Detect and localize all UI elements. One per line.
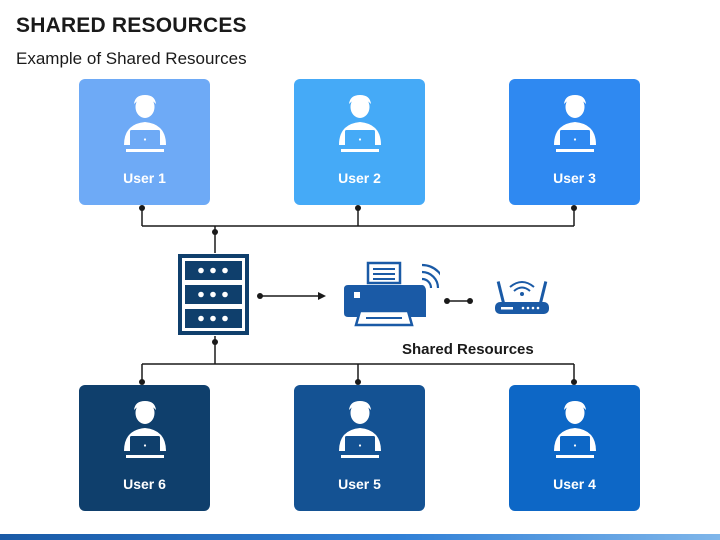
shared-resources-label: Shared Resources: [402, 341, 534, 358]
user-card-user-1[interactable]: User 1: [79, 79, 210, 205]
user-at-laptop-icon: [124, 401, 166, 458]
user-at-laptop-icon: [339, 401, 381, 458]
user-card-user-2[interactable]: User 2: [294, 79, 425, 205]
user-card-user-4[interactable]: User 4: [509, 385, 640, 511]
wifi-router-icon: [495, 281, 549, 314]
user-label: User 1: [123, 170, 166, 186]
printer-icon: [344, 261, 440, 327]
user-at-laptop-icon: [554, 95, 596, 152]
bottom-accent-bar: [0, 534, 720, 540]
user-label: User 5: [338, 476, 381, 492]
user-card-user-5[interactable]: User 5: [294, 385, 425, 511]
user-card-user-3[interactable]: User 3: [509, 79, 640, 205]
user-card-user-6[interactable]: User 6: [79, 385, 210, 511]
user-label: User 6: [123, 476, 166, 492]
user-label: User 4: [553, 476, 596, 492]
page-subtitle: Example of Shared Resources: [16, 49, 247, 68]
user-at-laptop-icon: [339, 95, 381, 152]
user-label: User 3: [553, 170, 596, 186]
server-icon: [178, 254, 249, 335]
page-title: SHARED RESOURCES: [16, 14, 247, 37]
user-label: User 2: [338, 170, 381, 186]
user-at-laptop-icon: [554, 401, 596, 458]
user-at-laptop-icon: [124, 95, 166, 152]
